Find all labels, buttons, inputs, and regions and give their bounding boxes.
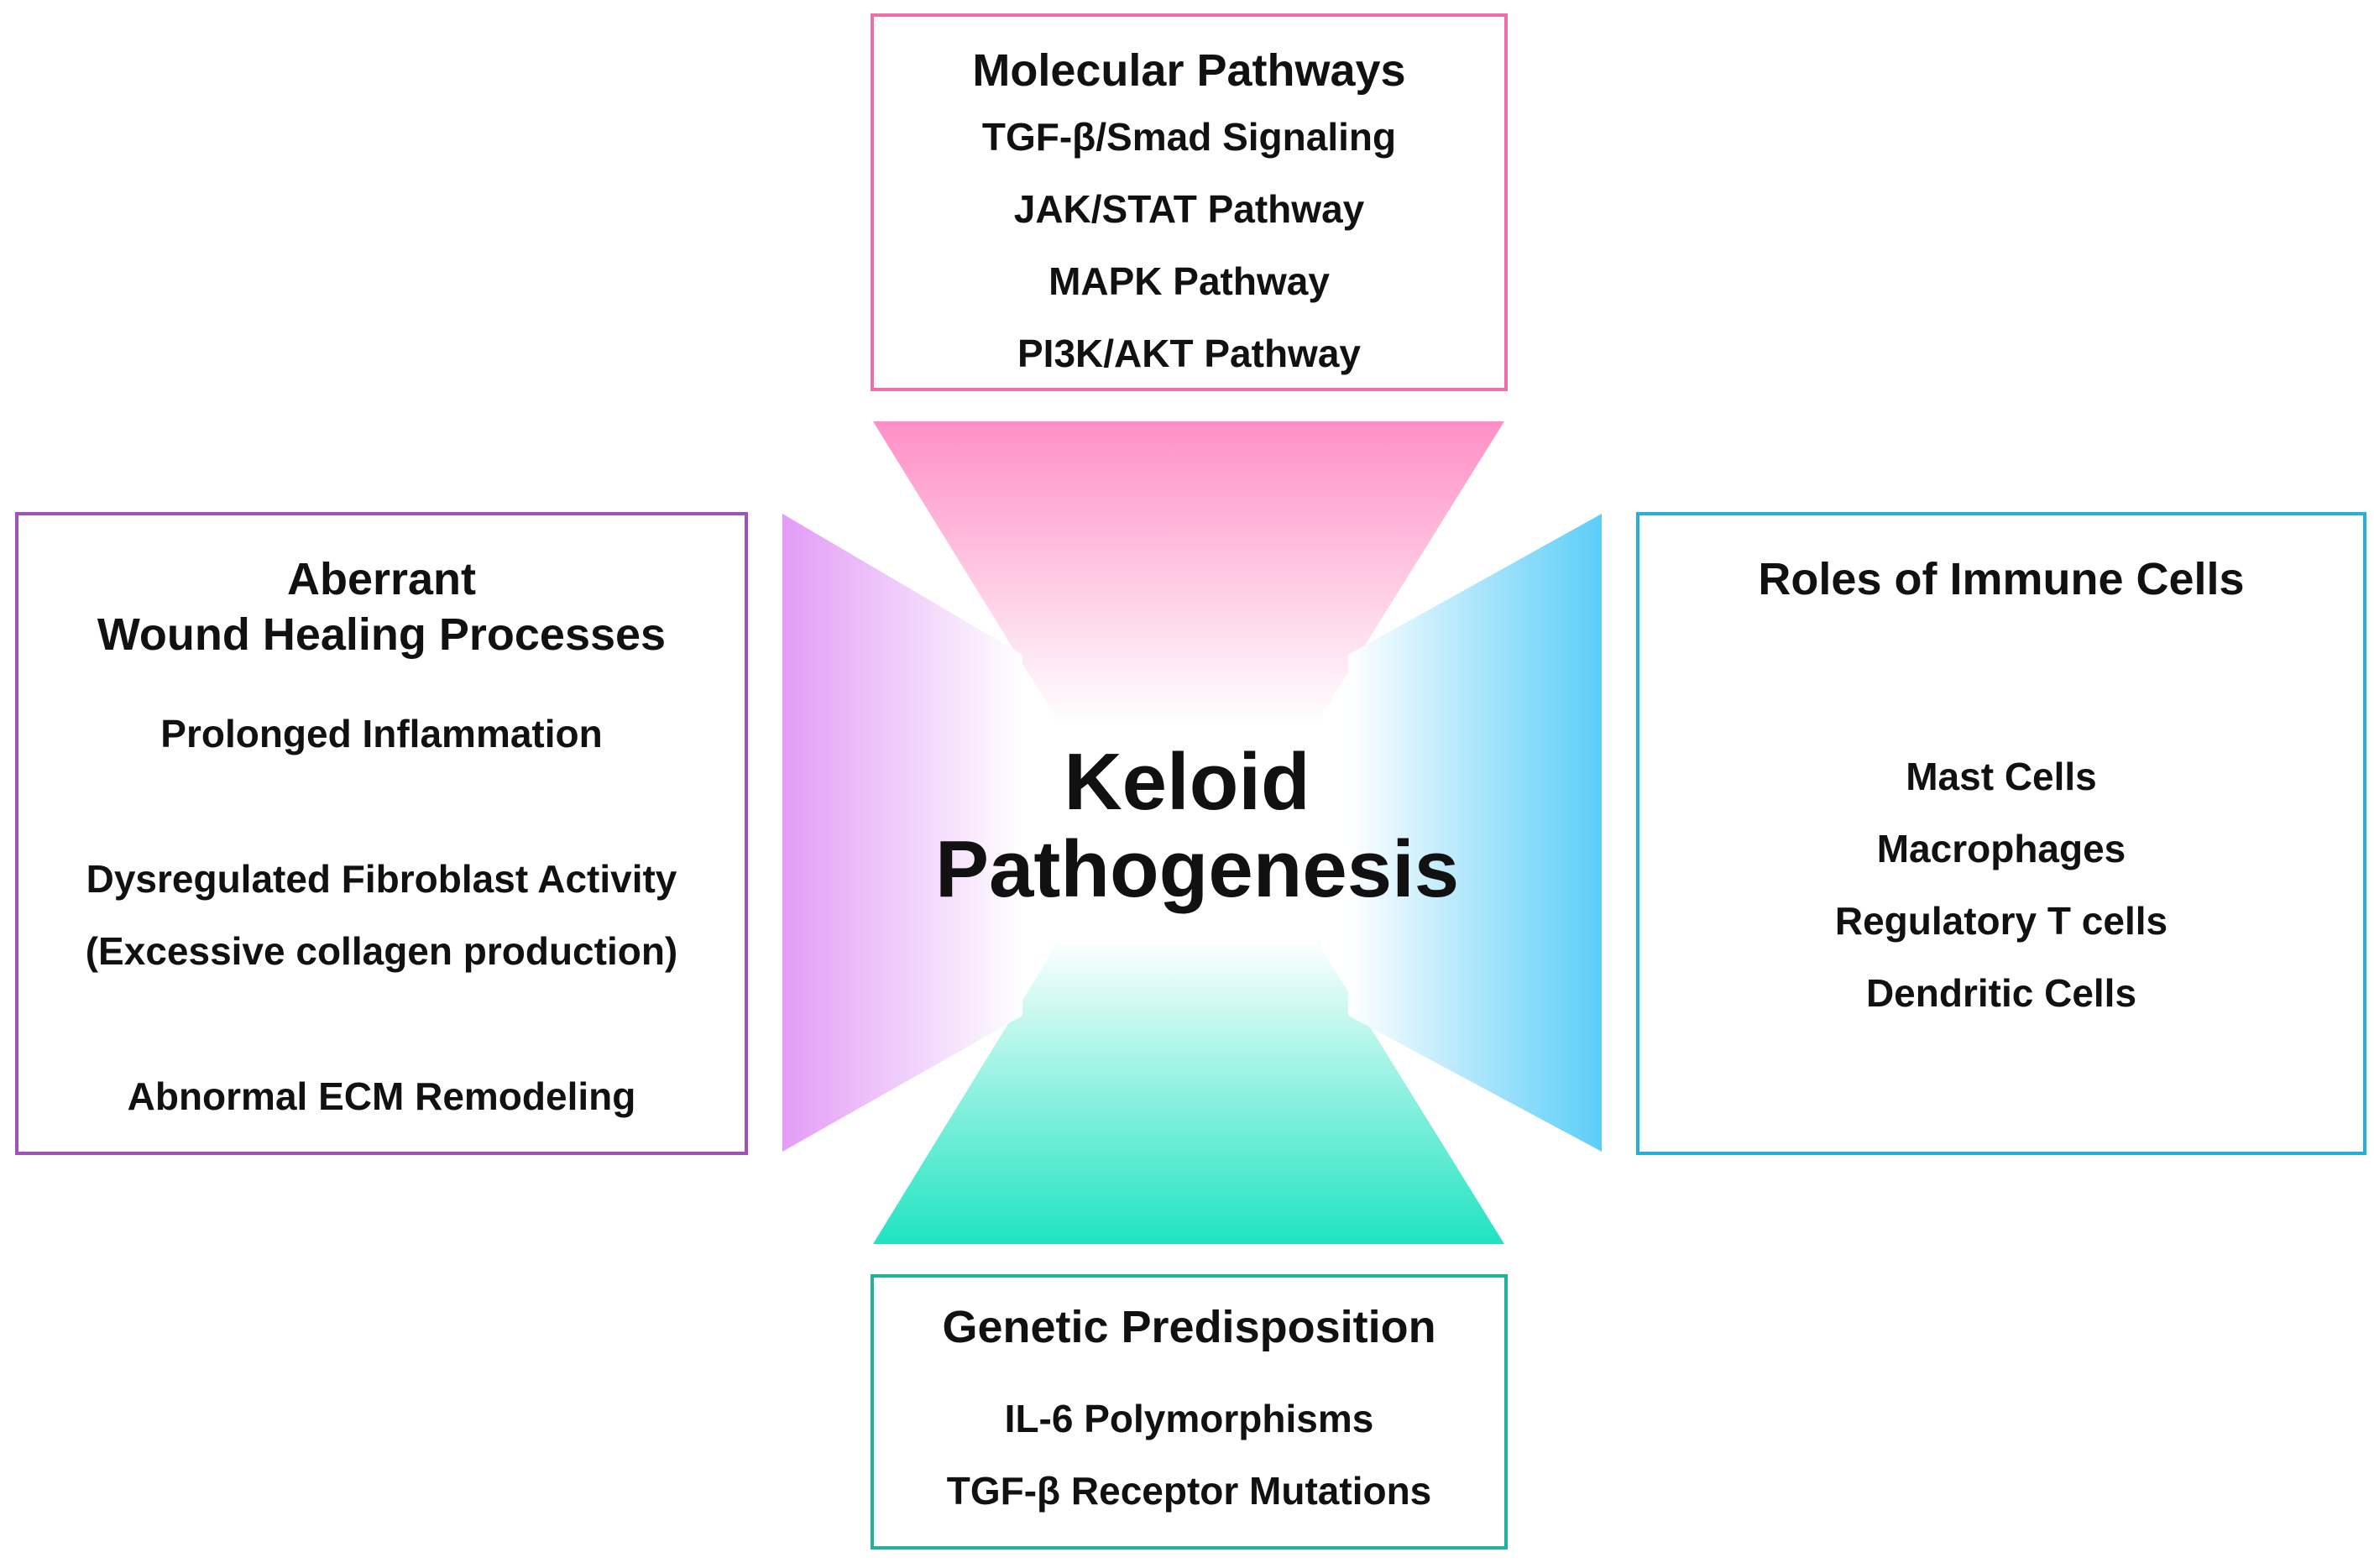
immune-regulatory-t-cells: Regulatory T cells (1834, 899, 2168, 943)
immune-cells-box: Roles of Immune Cells Mast Cells Macroph… (1636, 512, 2366, 1155)
funnel-left (782, 514, 1022, 1152)
immune-dendritic-cells: Dendritic Cells (1865, 971, 2137, 1015)
genetic-il6-polymorphisms: IL-6 Polymorphisms (1004, 1397, 1374, 1440)
immune-macrophages: Macrophages (1876, 827, 2126, 870)
immune-mast-cells: Mast Cells (1906, 755, 2097, 798)
funnel-top (873, 421, 1504, 724)
genetic-predisposition-box: Genetic Predisposition IL-6 Polymorphism… (871, 1274, 1508, 1550)
keloid-pathogenesis-label: Keloid Pathogenesis (935, 737, 1460, 914)
process-dysregulated-fibroblast: Dysregulated Fibroblast Activity (86, 857, 677, 901)
center-label-line1: Keloid (1064, 737, 1310, 827)
pathway-pi3k-akt: PI3K/AKT Pathway (1017, 332, 1361, 375)
pathway-jak-stat: JAK/STAT Pathway (1013, 187, 1365, 231)
process-excessive-collagen: (Excessive collagen production) (85, 929, 678, 973)
process-prolonged-inflammation: Prolonged Inflammation (160, 712, 603, 755)
genetic-tgfb-receptor-mutations: TGF-β Receptor Mutations (946, 1469, 1432, 1513)
molecular-pathways-box: Molecular Pathways TGF-β/Smad Signaling … (871, 13, 1508, 391)
wound-healing-title-line1: Aberrant (286, 554, 477, 604)
funnel-right (1348, 514, 1602, 1152)
funnel-bottom (873, 940, 1504, 1244)
genetic-predisposition-title: Genetic Predisposition (942, 1302, 1436, 1352)
wound-healing-title-line2: Wound Healing Processes (97, 609, 667, 660)
center-label-line2: Pathogenesis (935, 824, 1460, 914)
wound-healing-box: Aberrant Wound Healing Processes Prolong… (15, 512, 748, 1155)
pathway-tgf-smad: TGF-β/Smad Signaling (981, 115, 1397, 159)
process-abnormal-ecm: Abnormal ECM Remodeling (127, 1074, 636, 1118)
molecular-pathways-title: Molecular Pathways (972, 45, 1406, 96)
pathway-mapk: MAPK Pathway (1048, 259, 1330, 303)
immune-cells-title: Roles of Immune Cells (1758, 554, 2245, 604)
